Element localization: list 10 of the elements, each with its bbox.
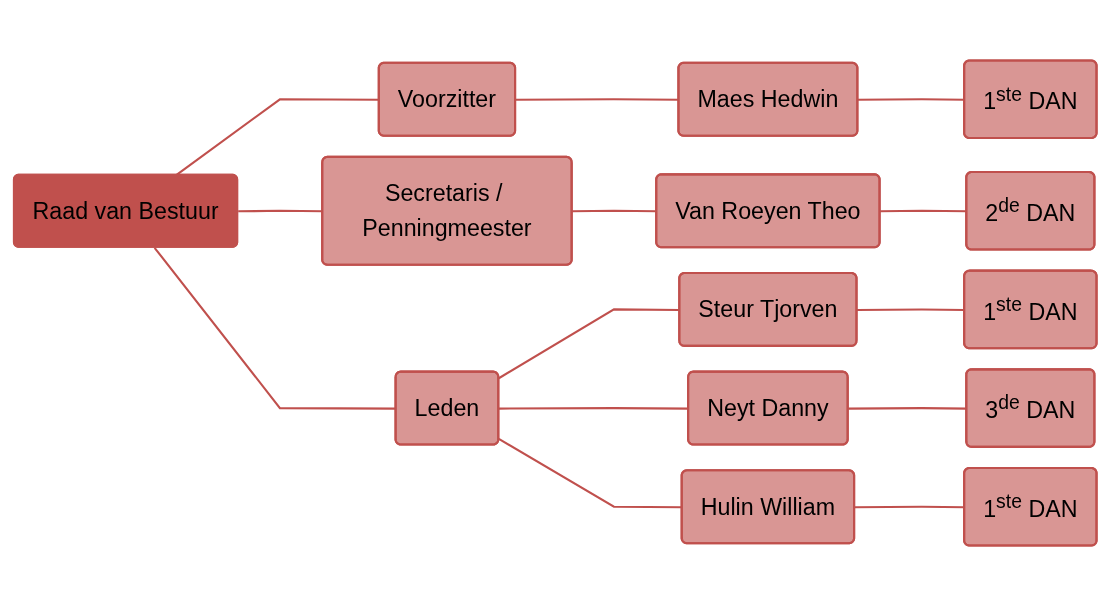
connector: [857, 308, 965, 311]
connector: [515, 98, 679, 101]
connector: [498, 407, 689, 410]
connector: [572, 209, 657, 213]
connector: [857, 98, 965, 101]
connector: [848, 407, 967, 410]
connector: [238, 209, 323, 213]
connector: [880, 209, 967, 213]
connector: [498, 308, 680, 380]
connector: [854, 505, 965, 509]
